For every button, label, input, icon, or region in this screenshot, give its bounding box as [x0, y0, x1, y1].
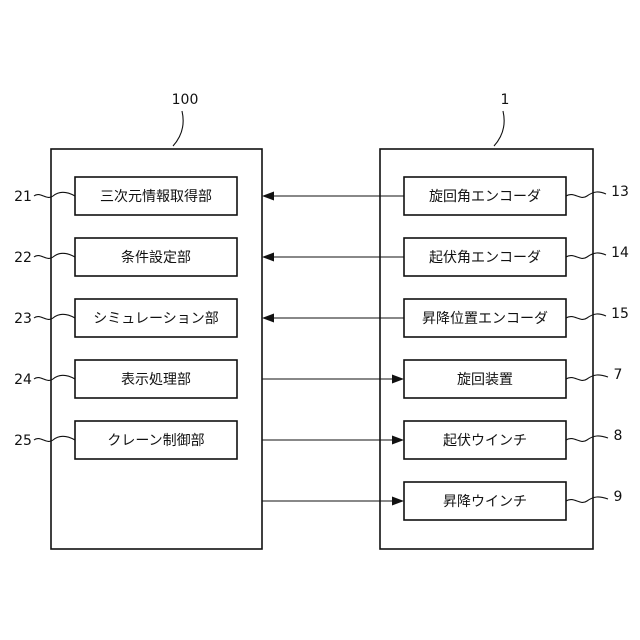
right-block-13: 旋回角エンコーダ 13: [404, 177, 629, 215]
left-block-21: 三次元情報取得部 21: [14, 177, 237, 215]
left-block-leader-line: [34, 314, 75, 319]
right-block-ref-number: 14: [611, 245, 629, 261]
left-block-leader-line: [34, 253, 75, 258]
controller-ref-number: 100: [172, 92, 199, 108]
arrowhead: [262, 253, 274, 262]
arrowhead: [262, 314, 274, 323]
control-arrow-slewing-device: [262, 375, 404, 384]
left-block-label: 表示処理部: [121, 372, 191, 388]
left-block-22: 条件設定部 22: [14, 238, 237, 276]
right-block-ref-number: 9: [614, 489, 623, 505]
controller-leader-line: [173, 111, 183, 146]
signal-arrow-encoder-13: [262, 192, 404, 201]
right-block-15: 昇降位置エンコーダ 15: [404, 299, 629, 337]
arrowhead: [392, 497, 404, 506]
left-block-leader-line: [34, 192, 75, 197]
left-block-ref-number: 24: [14, 372, 32, 388]
arrowhead: [392, 375, 404, 384]
left-block-ref-number: 23: [14, 311, 32, 327]
left-block-25: クレーン制御部 25: [14, 421, 237, 459]
left-block-ref-number: 25: [14, 433, 32, 449]
right-block-label: 昇降ウインチ: [443, 494, 527, 510]
right-block-ref-number: 13: [611, 184, 629, 200]
left-block-leader-line: [34, 436, 75, 441]
arrowhead: [392, 436, 404, 445]
crane-ref-number: 1: [501, 92, 510, 108]
left-block-23: シミュレーション部 23: [14, 299, 237, 337]
right-block-14: 起伏角エンコーダ 14: [404, 238, 629, 276]
right-block-leader-line: [566, 375, 608, 380]
right-block-ref-number: 7: [614, 367, 623, 383]
arrowhead: [262, 192, 274, 201]
left-block-leader-line: [34, 375, 75, 380]
right-block-9: 昇降ウインチ 9: [404, 482, 622, 520]
left-block-ref-number: 21: [14, 189, 32, 205]
right-block-leader-line: [566, 253, 606, 258]
right-block-7: 旋回装置 7: [404, 360, 622, 398]
left-block-label: 三次元情報取得部: [100, 188, 212, 205]
right-block-label: 起伏角エンコーダ: [429, 250, 541, 266]
left-block-label: 条件設定部: [121, 249, 191, 266]
right-block-8: 起伏ウインチ 8: [404, 421, 622, 459]
signal-arrow-encoder-15: [262, 314, 404, 323]
right-block-leader-line: [566, 314, 606, 319]
right-block-leader-line: [566, 497, 608, 502]
right-block-label: 旋回角エンコーダ: [429, 189, 541, 205]
left-block-label: クレーン制御部: [107, 433, 204, 449]
left-block-label: シミュレーション部: [93, 311, 218, 327]
right-block-label: 旋回装置: [457, 372, 513, 388]
control-arrow-luffing-winch: [262, 436, 404, 445]
left-block-24: 表示処理部 24: [14, 360, 237, 398]
right-block-label: 昇降位置エンコーダ: [422, 311, 548, 327]
right-block-leader-line: [566, 192, 606, 197]
signal-arrow-encoder-14: [262, 253, 404, 262]
left-block-ref-number: 22: [14, 250, 32, 266]
crane-leader-line: [494, 111, 504, 146]
right-block-ref-number: 15: [611, 306, 629, 322]
right-block-leader-line: [566, 436, 608, 441]
right-block-label: 起伏ウインチ: [443, 433, 527, 449]
right-block-ref-number: 8: [614, 428, 623, 444]
control-arrow-hoist-winch: [262, 497, 404, 506]
